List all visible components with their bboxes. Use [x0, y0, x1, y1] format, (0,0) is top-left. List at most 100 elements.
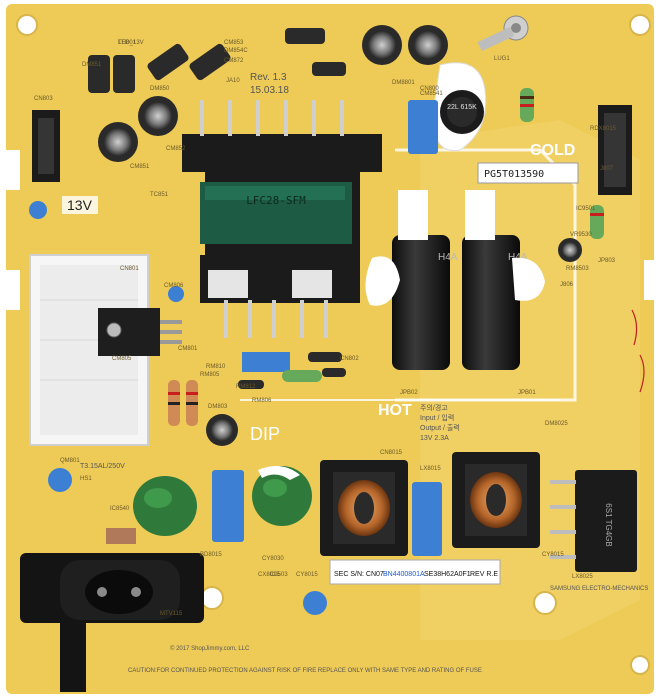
- part-sticker-text: PG5T013590: [484, 169, 544, 180]
- silk-designator: LX8025: [572, 574, 593, 580]
- capacitor-cm853: [362, 25, 402, 65]
- silk-designator: RM812: [236, 384, 256, 390]
- bridge-rectifier: 6S1 TG4GB: [550, 470, 637, 572]
- ac-inlet-connector: [20, 553, 204, 692]
- silk-designator: CN8015: [380, 450, 403, 456]
- maker-label: SAMSUNG ELECTRO-MECHANICS: [550, 586, 648, 592]
- silk-designator: LUG1: [494, 56, 510, 62]
- silk-designator: HS1: [80, 476, 92, 482]
- resistors-vertical-pair: [168, 380, 198, 426]
- inductor-label: 22L 615K: [447, 104, 477, 111]
- silk-designator: DM854C: [224, 48, 248, 54]
- capacitor-c9503: [558, 238, 582, 262]
- rev-sticker: REV R.E: [470, 571, 498, 578]
- varistor-vx8015: [133, 476, 197, 536]
- silk-designator: RM806: [252, 398, 272, 404]
- silk-designator: DM803: [208, 404, 228, 410]
- silk-designator: CY8015: [296, 572, 318, 578]
- connector-cn803: [32, 110, 60, 182]
- silk-designator: CN803: [34, 96, 53, 102]
- inductor-22l: 22L 615K: [431, 62, 487, 152]
- silk-designator: J807: [600, 166, 614, 172]
- ceramic-capacitor-cy862: [29, 201, 47, 219]
- voltage-label: 13V: [67, 197, 93, 213]
- common-mode-choke-lx8025: [452, 452, 540, 548]
- transformer-label: LFC28-SFM: [246, 194, 306, 207]
- resistor-rm812: [282, 370, 322, 382]
- silk-designator: IC8540: [110, 506, 130, 512]
- silk-designator: CM872: [224, 58, 244, 64]
- x-capacitor-cx8015: [212, 470, 244, 542]
- transformer-pins: [200, 100, 344, 338]
- film-capacitor-top: [408, 100, 438, 154]
- silk-designator: CM852: [166, 146, 186, 152]
- diode-dm801: [308, 352, 342, 362]
- capacitor-cm852: [138, 96, 178, 136]
- silk-designator: BD8015: [200, 552, 222, 558]
- common-mode-choke-lx8015: [320, 460, 408, 556]
- connector-cn802: [598, 105, 632, 195]
- fuse: [106, 528, 136, 544]
- input-label: Input / 입력: [420, 414, 454, 422]
- silk-designator: CY8030: [262, 556, 284, 562]
- cold-label: COLD: [530, 142, 575, 159]
- silk-designator: DM8025: [545, 421, 568, 427]
- silk-designator: CM801: [178, 346, 198, 352]
- silkscreen-text: Rev. 1.3 15.03.18 13V COLD HOT DIP T3.15…: [62, 72, 648, 674]
- silk-designator: DM8801: [392, 80, 415, 86]
- date-label: 15.03.18: [250, 85, 289, 96]
- transformer: LFC28-SFM: [182, 134, 382, 303]
- capacitor-label-right: H4A: [508, 252, 528, 263]
- diode-dm804: [322, 368, 346, 377]
- silk-designator: CY8015: [542, 552, 564, 558]
- ceramic-capacitor-hs1: [48, 468, 72, 492]
- silk-designator: CX8015: [258, 572, 280, 578]
- silk-designator: QM801: [60, 458, 80, 464]
- output-label: Output / 출력: [420, 423, 460, 432]
- film-capacitor-818: [242, 352, 290, 372]
- hot-label: HOT: [378, 402, 412, 419]
- warning-title: 주의/경고: [420, 403, 448, 412]
- revision-label: Rev. 1.3: [250, 72, 287, 83]
- serial-sticker: SEC S/N: CN07 BN4400801A SE38H62A0F1 REV…: [329, 559, 501, 585]
- silk-designator: CN802: [340, 356, 359, 362]
- silk-designator: RDX8015: [590, 126, 617, 132]
- caution-text: CAUTION:FOR CONTINUED PROTECTION AGAINST…: [128, 668, 482, 674]
- silk-designator: MTV115: [160, 611, 183, 617]
- silk-designator: RM810: [206, 364, 226, 370]
- silk-designator: VR9530: [570, 232, 592, 238]
- silk-designators: LED_13VDM851DM850CM853DM854CCM852CM851CM…: [34, 40, 617, 617]
- output-spec: 13V 2.3A: [420, 435, 449, 442]
- capacitor-cm851: [98, 122, 138, 162]
- silk-designator: LED_13V: [118, 40, 144, 46]
- silk-designator: JPB02: [400, 390, 418, 396]
- capacitor-cm806: [206, 414, 238, 446]
- watermark: © 2017 ShopJimmy.com, LLC: [170, 645, 250, 652]
- x-capacitor-cx8025: [412, 482, 442, 556]
- ceramic-capacitor-cy8030: [303, 591, 327, 615]
- silk-designator: CM853: [224, 40, 244, 46]
- part-number: BN4400801A: [383, 571, 425, 578]
- silk-designator: JPB01: [518, 390, 536, 396]
- silk-designator: DM850: [150, 86, 170, 92]
- silk-designator: TH801: [118, 40, 137, 46]
- silk-designator: CM805: [112, 356, 132, 362]
- capacitor-label-left: H4A: [438, 252, 458, 263]
- silk-designator: JP803: [598, 258, 616, 264]
- bulk-capacitor-left: H4A: [392, 190, 458, 370]
- serial-suffix: SE38H62A0F1: [424, 571, 471, 578]
- serial-prefix: SEC S/N: CN07: [334, 571, 384, 578]
- silk-designator: J806: [560, 282, 574, 288]
- silk-designator: TC851: [150, 192, 169, 198]
- diode-dm803: [238, 380, 264, 389]
- capacitor-cm8541: [408, 25, 448, 65]
- diode-row-top: [88, 28, 346, 93]
- silk-designator: RM8503: [566, 266, 589, 272]
- lug-terminal: [477, 15, 529, 52]
- silk-designator: RM805: [200, 372, 220, 378]
- silk-designator: CM8541: [420, 91, 443, 97]
- silk-designator: IC9501: [576, 206, 596, 212]
- thermistor-mtv115: [252, 466, 312, 526]
- silk-designator: CN800: [420, 86, 439, 92]
